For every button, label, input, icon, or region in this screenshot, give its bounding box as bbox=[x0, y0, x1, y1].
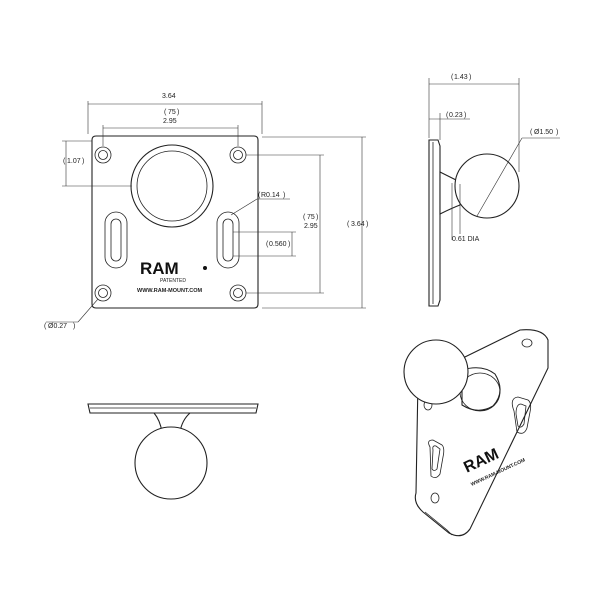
svg-text:(: ( bbox=[266, 241, 269, 248]
logo-dot bbox=[203, 266, 207, 270]
bottom-view bbox=[87, 403, 259, 500]
svg-text:(: ( bbox=[63, 158, 66, 165]
dim-vert-hole-spacing: ( 75 ) 2.95 bbox=[246, 154, 324, 294]
front-ball-inner bbox=[136, 150, 208, 222]
svg-text:(: ( bbox=[44, 323, 47, 330]
svg-text:(: ( bbox=[164, 109, 167, 116]
side-view: ( 1.43 ) ( 0.23 ) ( Ø1.50 ) 0.61 DIA bbox=[428, 74, 560, 307]
dim-total-depth: ( 1.43 ) bbox=[428, 74, 520, 172]
dim-plate-thickness: ( 0.23 ) bbox=[429, 112, 470, 140]
bottom-plate bbox=[87, 403, 259, 414]
svg-text:R0.14: R0.14 bbox=[261, 192, 280, 199]
dim-slot-spacing: ( 0.560 ) bbox=[233, 231, 296, 257]
iso-view: RAM WWW.RAM-MOUNT.COM bbox=[403, 329, 549, 537]
svg-text:Ø1.50: Ø1.50 bbox=[534, 129, 553, 136]
svg-text:(: ( bbox=[258, 192, 261, 199]
dim-slot-radius: ( R0.14 ) bbox=[230, 192, 290, 216]
svg-text:): ) bbox=[464, 112, 466, 119]
front-logo: RAM bbox=[140, 259, 179, 278]
svg-text:0.23: 0.23 bbox=[449, 112, 463, 119]
svg-text:Ø0.27: Ø0.27 bbox=[48, 323, 67, 330]
svg-text:): ) bbox=[283, 192, 285, 199]
svg-text:(: ( bbox=[446, 112, 449, 119]
svg-text:): ) bbox=[73, 323, 75, 330]
svg-text:(: ( bbox=[303, 214, 306, 221]
svg-text:): ) bbox=[288, 241, 290, 248]
dim-hole-spacing: ( 75 ) 2.95 bbox=[102, 109, 239, 146]
bottom-ball bbox=[134, 426, 208, 500]
side-ball bbox=[454, 153, 520, 219]
dim-neck-dia: 0.61 DIA bbox=[451, 183, 480, 243]
svg-text:75: 75 bbox=[168, 109, 176, 116]
dim-ball-dia: ( Ø1.50 ) bbox=[476, 129, 560, 217]
svg-text:3.64: 3.64 bbox=[351, 221, 365, 228]
svg-text:(: ( bbox=[530, 129, 533, 136]
svg-text:1.43: 1.43 bbox=[454, 74, 468, 81]
svg-text:2.95: 2.95 bbox=[304, 223, 318, 230]
svg-text:0.560: 0.560 bbox=[269, 241, 287, 248]
front-ball-outline bbox=[130, 144, 214, 228]
iso-slots bbox=[428, 396, 532, 478]
front-view: RAM PATENTED WWW.RAM-MOUNT.COM 3.64 ( 75… bbox=[44, 93, 368, 330]
dim-height: ( 3.64 ) bbox=[262, 136, 368, 309]
svg-text:0.61 DIA: 0.61 DIA bbox=[452, 236, 480, 243]
dim-width: 3.64 bbox=[87, 93, 263, 134]
dim-top-offset: ( 1.07 ) bbox=[62, 140, 132, 187]
svg-text:): ) bbox=[177, 109, 179, 116]
svg-text:3.64: 3.64 bbox=[162, 93, 176, 100]
side-plate bbox=[428, 139, 441, 307]
dim-hole-dia: ( Ø0.27 ) bbox=[44, 298, 99, 330]
svg-text:(: ( bbox=[347, 221, 350, 228]
svg-text:(: ( bbox=[451, 74, 454, 81]
svg-text:): ) bbox=[469, 74, 471, 81]
svg-text:): ) bbox=[82, 158, 84, 165]
svg-text:1.07: 1.07 bbox=[67, 158, 81, 165]
svg-text:): ) bbox=[556, 129, 558, 136]
front-website: WWW.RAM-MOUNT.COM bbox=[137, 288, 202, 294]
svg-text:2.95: 2.95 bbox=[163, 118, 177, 125]
svg-text:75: 75 bbox=[307, 214, 315, 221]
iso-ball bbox=[403, 339, 469, 405]
svg-text:): ) bbox=[316, 214, 318, 221]
slots bbox=[104, 211, 240, 269]
svg-text:): ) bbox=[366, 221, 368, 228]
front-patented: PATENTED bbox=[160, 278, 186, 284]
